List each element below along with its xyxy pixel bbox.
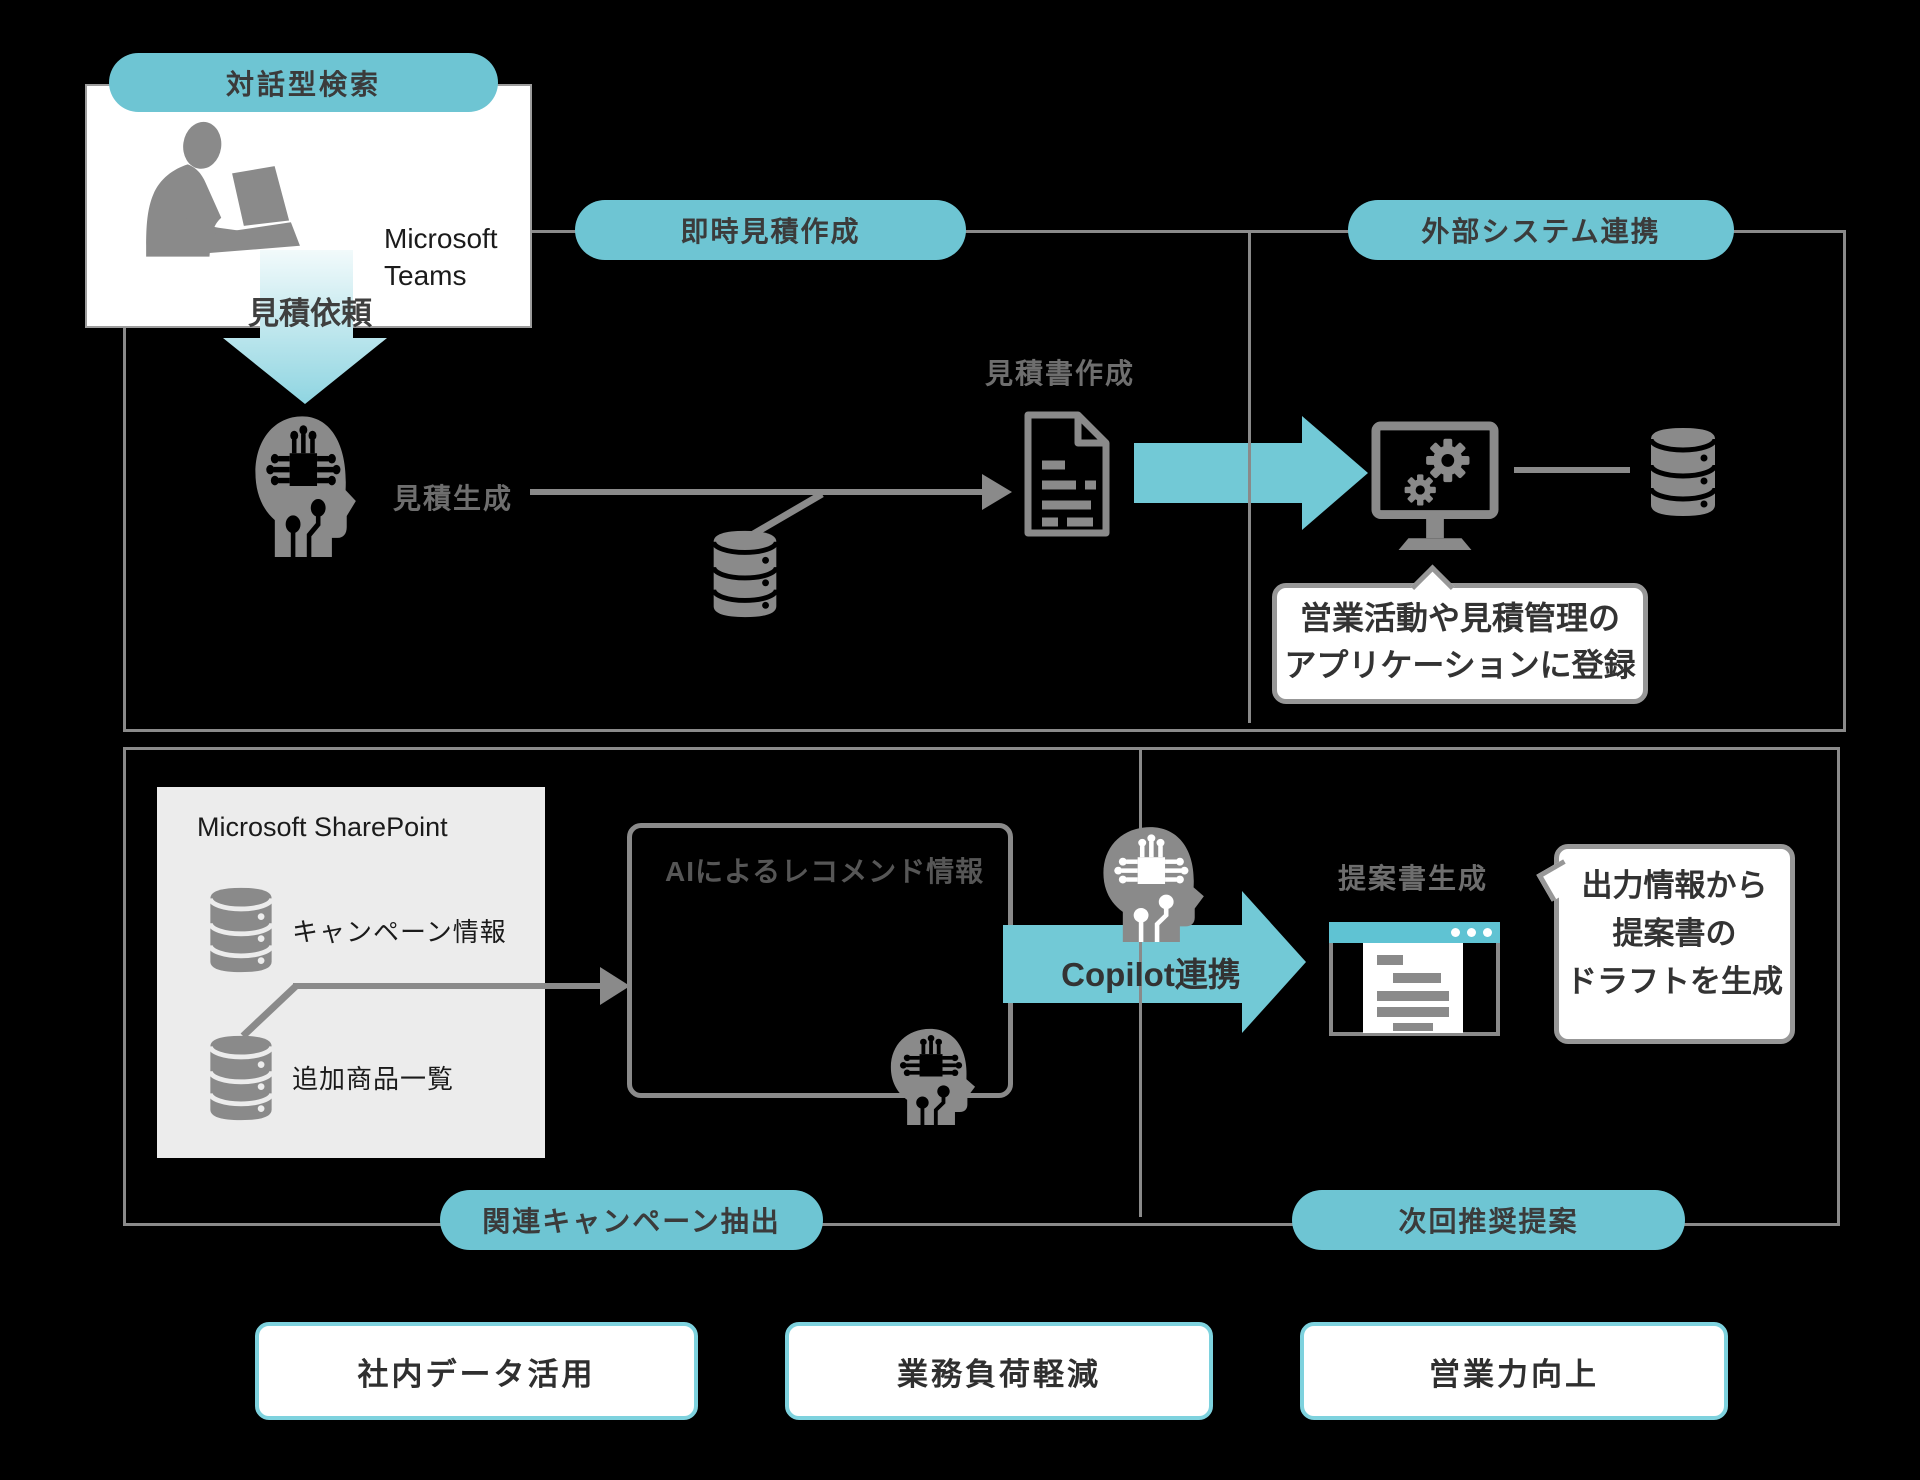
browser-titlebar [1329,922,1500,943]
pill-campaign-extract: 関連キャンペーン抽出 [440,1190,823,1250]
sharepoint-title: Microsoft SharePoint [197,812,448,842]
window-dot-icon [1483,928,1492,937]
external-callout-line2: アプリケーションに登録 [1284,647,1636,683]
database-icon [711,530,779,618]
campaign-database-icon [207,887,275,973]
benefit-workload: 業務負荷軽減 [785,1322,1213,1420]
external-callout-line1: 営業活動や見積管理の [1299,600,1620,636]
browser-document [1363,943,1463,1033]
sharepoint-connector-arrowhead-icon [600,967,630,1005]
window-dot-icon [1451,928,1460,937]
proposal-generate-label: 提案書生成 [1338,863,1489,894]
browser-window-icon [1329,922,1500,1036]
ai-head-icon [255,416,356,557]
campaign-db-label: キャンペーン情報 [292,917,507,947]
recommend-section-frame [123,747,1840,1226]
quote-flow-line [530,489,982,495]
copilot-arrow-icon [1003,891,1306,1033]
quote-flow-arrowhead-icon [982,474,1012,510]
external-database-icon [1648,428,1718,516]
monitor-db-line [1514,467,1630,473]
copilot-arrow-label: Copilot連携 [1061,956,1241,993]
benefit-internal-data: 社内データ活用 [255,1322,698,1420]
benefit-label: 営業力向上 [1429,1356,1599,1392]
benefit-label: 社内データ活用 [357,1356,596,1392]
database-connector-line [748,490,824,540]
quote-section-divider [1248,233,1251,723]
quote-section-frame [123,230,1846,732]
benefit-sales-power: 営業力向上 [1300,1322,1728,1420]
quote-request-down-arrow-icon [223,250,387,404]
external-system-arrow-icon [1134,416,1368,530]
quote-document-label: 見積書作成 [985,358,1136,389]
copilot-ai-head-icon [1103,827,1204,942]
person-at-laptop-icon [146,121,300,257]
interactive-search-badge: 対話型検索 [109,53,498,112]
sharepoint-card: Microsoft SharePoint キャンペーン情報 追加商品一覧 [157,787,545,1158]
external-system-callout: 営業活動や見積管理の アプリケーションに登録 [1272,564,1648,704]
pill-next-proposal: 次回推奨提案 [1292,1190,1685,1250]
sharepoint-connector-diagonal [240,983,299,1039]
ai-head-small-icon [890,1028,976,1125]
teams-app-name: Microsoft Teams [384,223,498,291]
proposal-callout-line3: ドラフトを生成 [1566,964,1783,999]
sharepoint-connector-line [293,983,605,989]
proposal-callout-line1: 出力情報から [1581,868,1768,903]
quote-request-label: 見積依頼 [248,296,372,331]
gear-icon [1404,438,1470,506]
monitor-gears-icon [1371,421,1499,551]
pill-external-system: 外部システム連携 [1348,200,1734,260]
ai-recommend-title: AIによるレコメンド情報 [665,856,985,887]
proposal-callout-line2: 提案書の [1612,916,1737,951]
products-database-icon [207,1035,275,1121]
recommend-section-divider [1139,750,1142,1217]
benefit-label: 業務負荷軽減 [897,1356,1101,1392]
quote-document-icon [1024,411,1110,537]
products-db-label: 追加商品一覧 [292,1064,455,1094]
proposal-callout: 出力情報から 提案書の ドラフトを生成 [1536,844,1795,1044]
window-dot-icon [1467,928,1476,937]
browser-frame [1329,943,1500,1036]
quote-generate-label: 見積生成 [393,483,514,514]
pill-instant-quote: 即時見積作成 [575,200,966,260]
